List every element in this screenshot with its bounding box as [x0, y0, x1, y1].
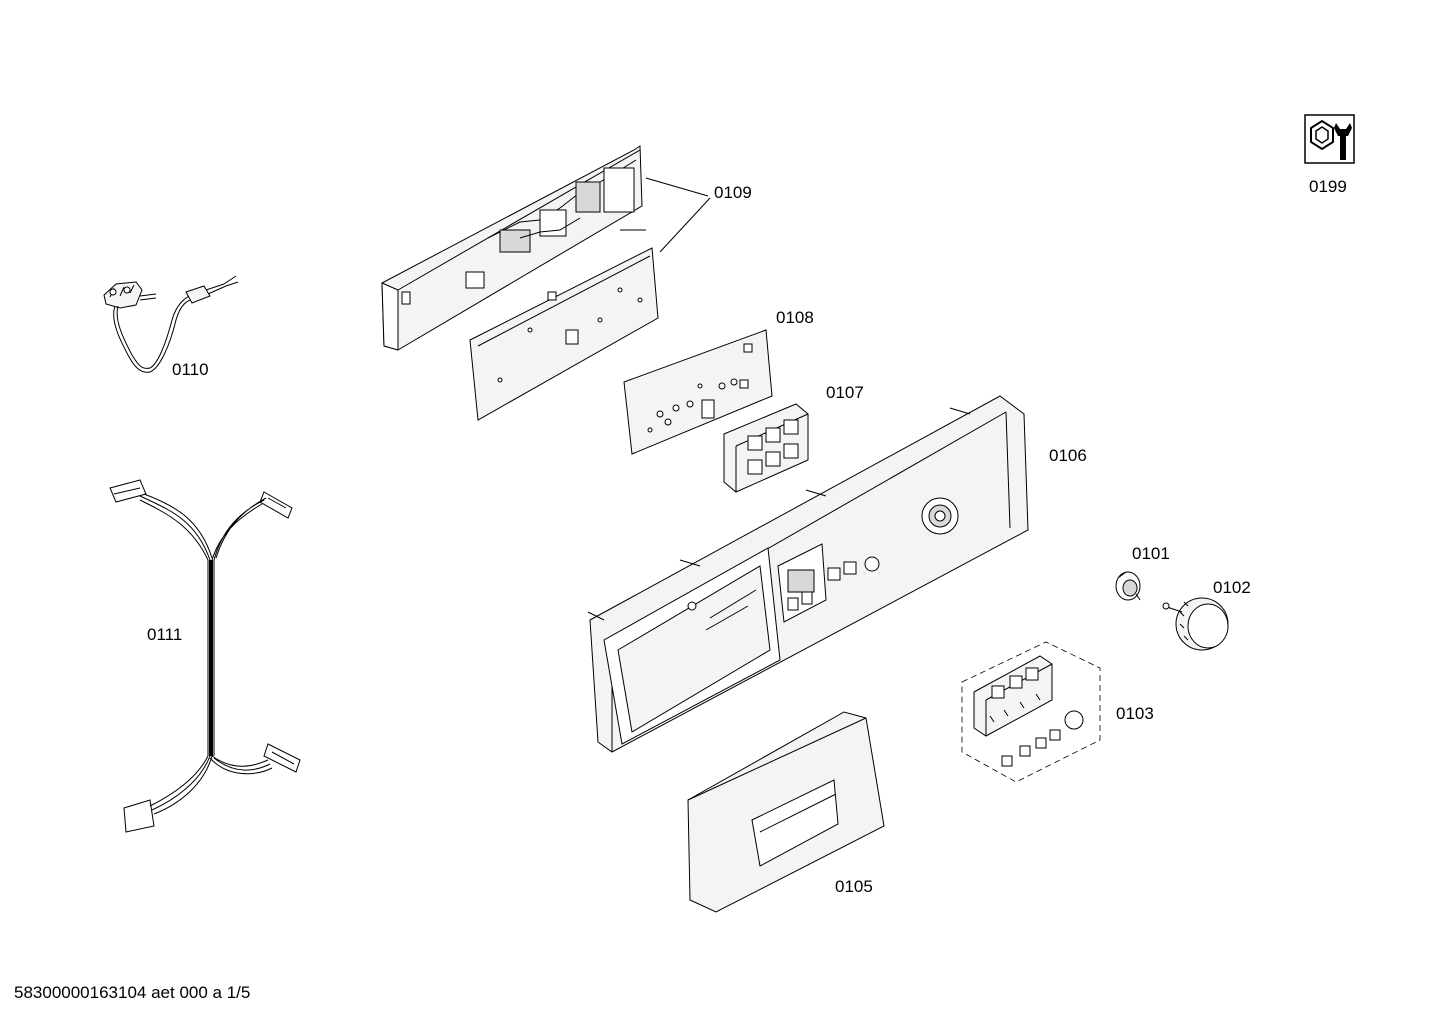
power-cord-part[interactable] [103, 275, 239, 373]
document-id-footer: 58300000163104 aet 000 a 1/5 [14, 983, 251, 1002]
part-label-0109[interactable]: 0109 [714, 183, 752, 202]
part-label-0106[interactable]: 0106 [1049, 446, 1087, 465]
part-label-0105[interactable]: 0105 [835, 877, 873, 896]
control-module-part[interactable] [381, 145, 711, 421]
wrench-nut-icon[interactable] [1304, 114, 1355, 164]
part-label-0199[interactable]: 0199 [1309, 177, 1347, 196]
part-label-0101[interactable]: 0101 [1132, 544, 1170, 563]
part-label-0102[interactable]: 0102 [1213, 578, 1251, 597]
control-panel-part[interactable] [587, 395, 1029, 753]
knob-insert-part[interactable] [1115, 571, 1141, 601]
drawer-handle-part[interactable] [687, 711, 885, 913]
part-label-0111[interactable]: 0111 [147, 625, 183, 644]
program-knob-part[interactable] [1162, 597, 1229, 651]
display-pcb-part[interactable] [623, 329, 773, 455]
wiring-harness-part[interactable] [109, 479, 301, 833]
part-label-0108[interactable]: 0108 [776, 308, 814, 327]
part-label-0110[interactable]: 0110 [172, 360, 209, 379]
part-label-0107[interactable]: 0107 [826, 383, 864, 402]
button-holder-part[interactable] [723, 403, 809, 493]
part-label-0103[interactable]: 0103 [1116, 704, 1154, 723]
switch-set-part[interactable] [961, 641, 1101, 783]
